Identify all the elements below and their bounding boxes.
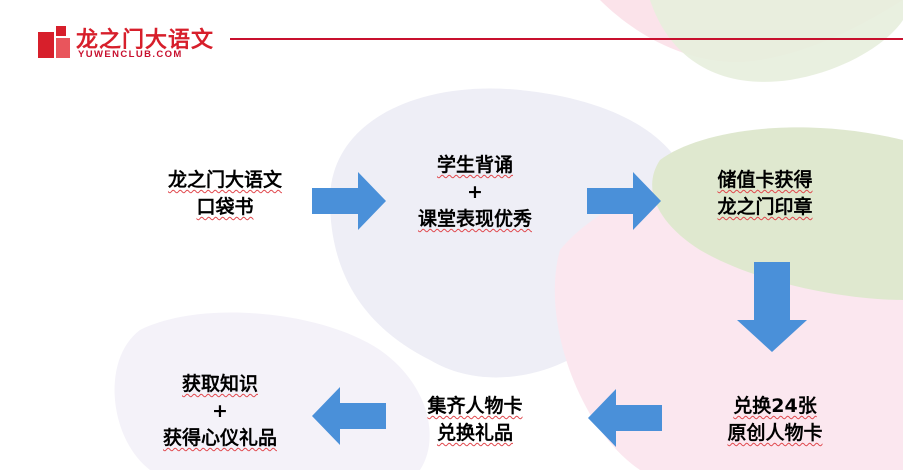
flow-step-gain-knowledge: 获取知识 + 获得心仪礼品 [140, 371, 300, 452]
step4-line1: 兑换24张 [733, 395, 817, 417]
green-blob-top-right [650, 0, 903, 82]
flow-step-pocket-book: 龙之门大语文 口袋书 [150, 167, 300, 221]
logo-subtitle: YUWENCLUB.COM [78, 49, 183, 60]
logo-title: 龙之门大语文 [76, 28, 215, 53]
flow-step-recite: 学生背诵 + 课堂表现优秀 [395, 152, 555, 233]
step2-line1: 学生背诵 [436, 154, 513, 176]
arrow-right-icon [587, 172, 661, 230]
step2-line3: 课堂表现优秀 [417, 208, 532, 230]
flow-step-exchange-cards: 兑换24张 原创人物卡 [700, 393, 850, 447]
step1-line1: 龙之门大语文 [167, 169, 282, 191]
step6-line2: + [212, 400, 228, 422]
step6-line1: 获取知识 [181, 373, 258, 395]
step3-line1: 储值卡获得 [717, 169, 813, 191]
brand-logo[interactable]: 龙之门大语文 YUWENCLUB.COM [38, 22, 218, 62]
step5-line2: 兑换礼品 [436, 422, 513, 444]
flow-step-collect-cards: 集齐人物卡 兑换礼品 [405, 393, 545, 447]
lavender-blob-bottom-left [114, 312, 430, 470]
arrow-left-icon [588, 389, 662, 447]
arrow-right-icon [312, 172, 386, 230]
step1-line2: 口袋书 [196, 196, 254, 218]
flow-step-stamp: 储值卡获得 龙之门印章 [690, 167, 840, 221]
logo-mark-icon [38, 26, 70, 58]
arrow-left-icon [312, 387, 386, 445]
step6-line3: 获得心仪礼品 [162, 427, 277, 449]
step5-line1: 集齐人物卡 [427, 395, 523, 417]
arrow-down-icon [737, 262, 807, 352]
green-blob-right [652, 127, 903, 300]
header-divider [230, 38, 903, 40]
step3-line2: 龙之门印章 [717, 196, 813, 218]
step4-line2: 原创人物卡 [727, 422, 823, 444]
step2-line2: + [467, 181, 483, 203]
